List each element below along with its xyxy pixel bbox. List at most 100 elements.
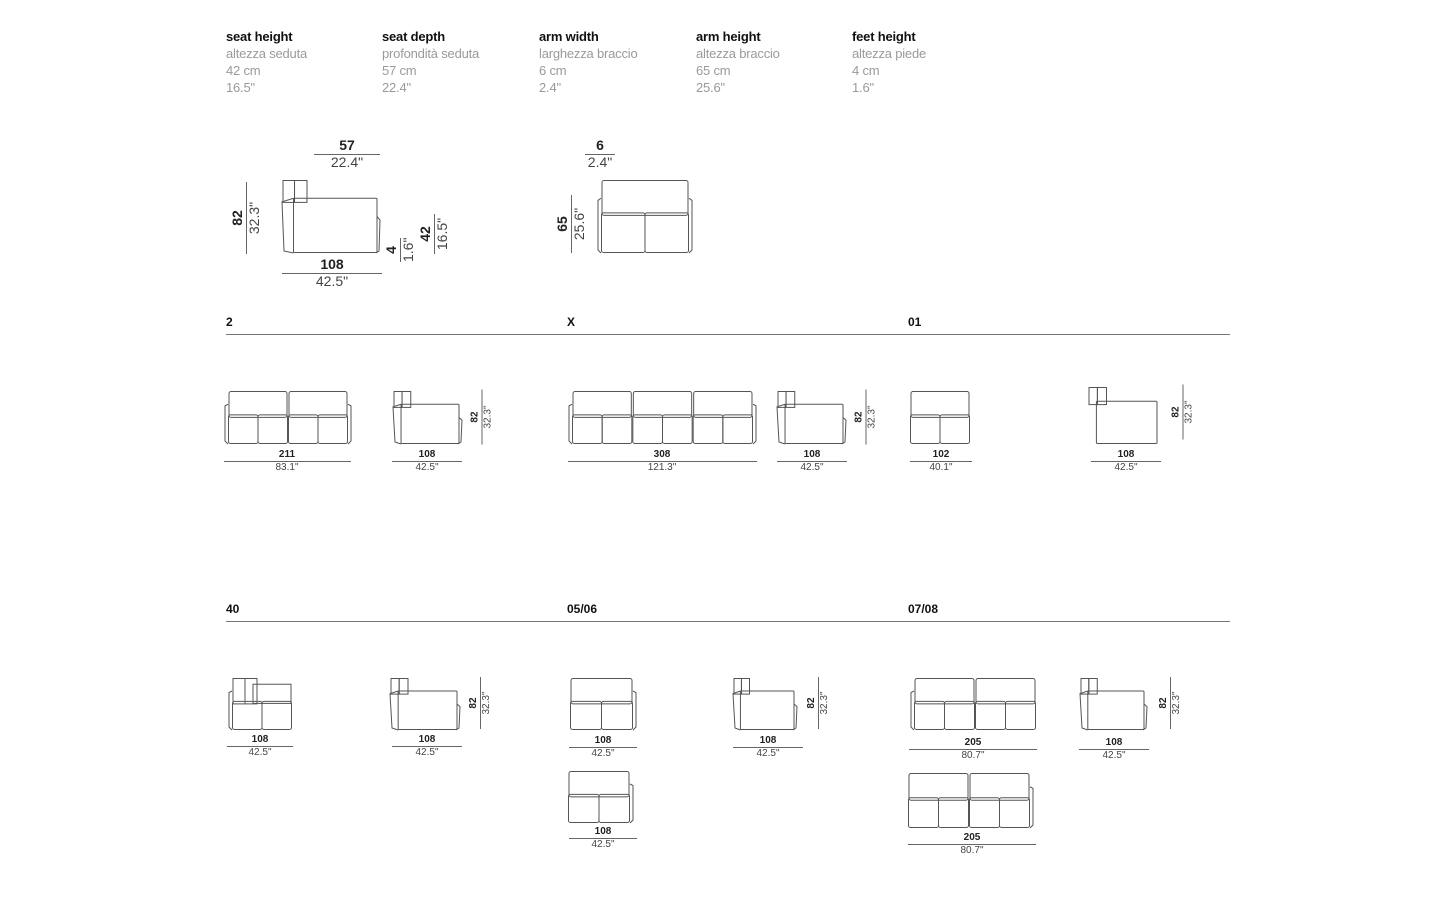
dimension-inch: 32.3" [246,201,262,235]
sofa-front-view-drawing [568,771,634,824]
spec-inch-value: 2.4" [539,80,561,95]
dimension-cm: 308 [653,449,671,460]
dimension-inch: 42.5" [756,748,780,759]
sofa-front-view-drawing [568,391,757,445]
dimension-inch: 32.3" [819,691,830,715]
section-title: 40 [226,602,240,616]
dimension-label: 308 121.3" [567,449,757,473]
dimension-inch: 80.7" [961,750,985,761]
dimension-inch: 42.5" [415,747,439,758]
dimension-inch: 32.3" [481,691,492,715]
dimension-inch: 42.5" [591,748,615,759]
dimension-cm: 108 [803,449,821,460]
spec-cm-value: 57 cm [382,63,417,78]
dimension-cm: 4 [383,246,399,254]
dimension-cm: 108 [251,734,269,745]
dimension-line [392,746,462,747]
dimension-line [569,838,637,839]
section-divider [226,621,1230,622]
dimension-line [585,154,615,155]
dimension-cm: 108 [1105,737,1123,748]
spec-italian-label: larghezza braccio [539,46,638,61]
dimension-inch: 80.7" [960,845,984,856]
spec-inch-value: 1.6" [852,80,874,95]
sofa-front-view-drawing [228,678,292,731]
dimension-line [392,461,462,462]
sofa-front-view-drawing [597,180,693,254]
dimension-cm: 108 [320,256,344,272]
dimension-line [227,746,293,747]
dimension-inch: 25.6" [571,207,587,241]
spec-label: seat depth [382,29,446,44]
spec-label: arm height [696,29,761,44]
sofa-front-view-drawing [224,391,352,445]
dimension-label: 108 42.5" [569,826,637,850]
dimension-line [909,749,1037,750]
dimension-cm: 82 [1170,406,1181,418]
sofa-side-view-drawing [732,678,798,731]
dimension-line [1091,461,1161,462]
sofa-side-view-drawing [389,678,461,731]
dimension-inch: 2.4" [587,154,613,170]
dimension-cm: 102 [932,449,950,460]
spec-italian-label: altezza seduta [226,46,308,61]
spec-label: arm width [539,29,599,44]
dimension-line [777,461,847,462]
dimension-inch: 42.5" [415,462,439,473]
dimension-inch: 42.5" [1102,750,1126,761]
section-title: X [567,315,576,329]
dimension-line [282,273,382,274]
dimension-inch: 42.5" [248,747,272,758]
sofa-side-view-drawing [776,391,847,445]
spec-column: arm width larghezza braccio 6 cm 2.4" [539,28,638,96]
spec-cm-value: 6 cm [539,63,567,78]
sofa-side-view-drawing [392,391,463,445]
section-title: 01 [908,315,922,329]
sofa-front-view-drawing [908,773,1034,829]
dimension-cm: 82 [1158,697,1169,709]
dimension-inch: 32.3" [1171,691,1182,715]
dimension-inch: 32.3" [482,405,493,429]
dimension-inch: 42.5" [591,839,615,850]
dimension-cm: 108 [594,826,612,837]
dimension-inch: 1.6" [400,237,416,262]
dimension-cm: 205 [964,737,982,748]
dimension-cm: 42 [417,226,433,242]
dimension-inch: 32.3" [1183,400,1194,424]
dimension-line [314,154,380,155]
sofa-front-view-drawing [910,391,970,444]
dimension-cm: 82 [468,697,479,709]
dimension-inch: 16.5" [434,217,450,251]
dimension-cm: 108 [1117,449,1135,460]
dimension-cm: 6 [596,137,604,153]
dimension-label: 108 42.5" [227,734,293,758]
dimension-cm: 108 [418,449,436,460]
dimension-inch: 121.3" [647,462,677,473]
spec-label: seat height [226,29,293,44]
dimension-inch: 40.1" [929,462,953,473]
section-title: 05/06 [567,602,598,616]
spec-italian-label: profondità seduta [382,46,480,61]
section-divider [226,334,1230,335]
